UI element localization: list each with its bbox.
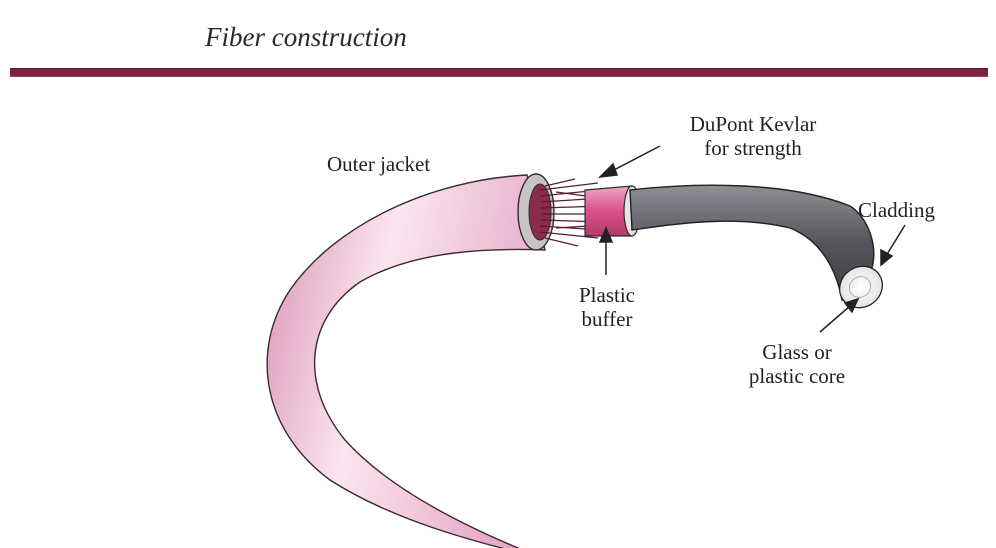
label-plastic-buffer: Plastic buffer bbox=[557, 283, 657, 331]
label-kevlar-line1: DuPont Kevlar bbox=[668, 112, 838, 136]
outer-jacket-shape bbox=[267, 175, 548, 548]
label-buffer-line2: buffer bbox=[557, 307, 657, 331]
label-core: Glass or plastic core bbox=[722, 340, 872, 388]
cladding-shape bbox=[630, 185, 874, 300]
label-core-line2: plastic core bbox=[722, 364, 872, 388]
label-buffer-line1: Plastic bbox=[557, 283, 657, 307]
label-kevlar-line2: for strength bbox=[668, 136, 838, 160]
label-kevlar: DuPont Kevlar for strength bbox=[668, 112, 838, 160]
label-cladding: Cladding bbox=[858, 198, 935, 222]
label-core-line1: Glass or bbox=[722, 340, 872, 364]
label-outer-jacket: Outer jacket bbox=[327, 152, 430, 176]
